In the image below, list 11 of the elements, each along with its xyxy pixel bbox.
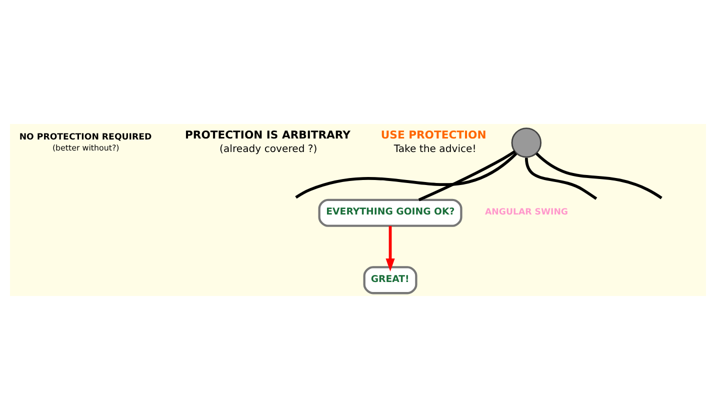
node-text: PROTECTION IS ARBITRARY (already covered ?)	[184, 128, 350, 155]
arrow	[386, 225, 395, 271]
node-box: GREAT!	[363, 266, 418, 294]
connector	[295, 152, 518, 198]
label: ANGULAR SWING	[484, 206, 568, 217]
connector	[418, 150, 516, 201]
connector	[524, 157, 598, 200]
node-text: USE PROTECTION Take the advice!	[380, 128, 486, 155]
node-circle	[511, 127, 542, 158]
node-box: EVERYTHING GOING OK?	[318, 198, 462, 226]
connector	[536, 152, 662, 199]
